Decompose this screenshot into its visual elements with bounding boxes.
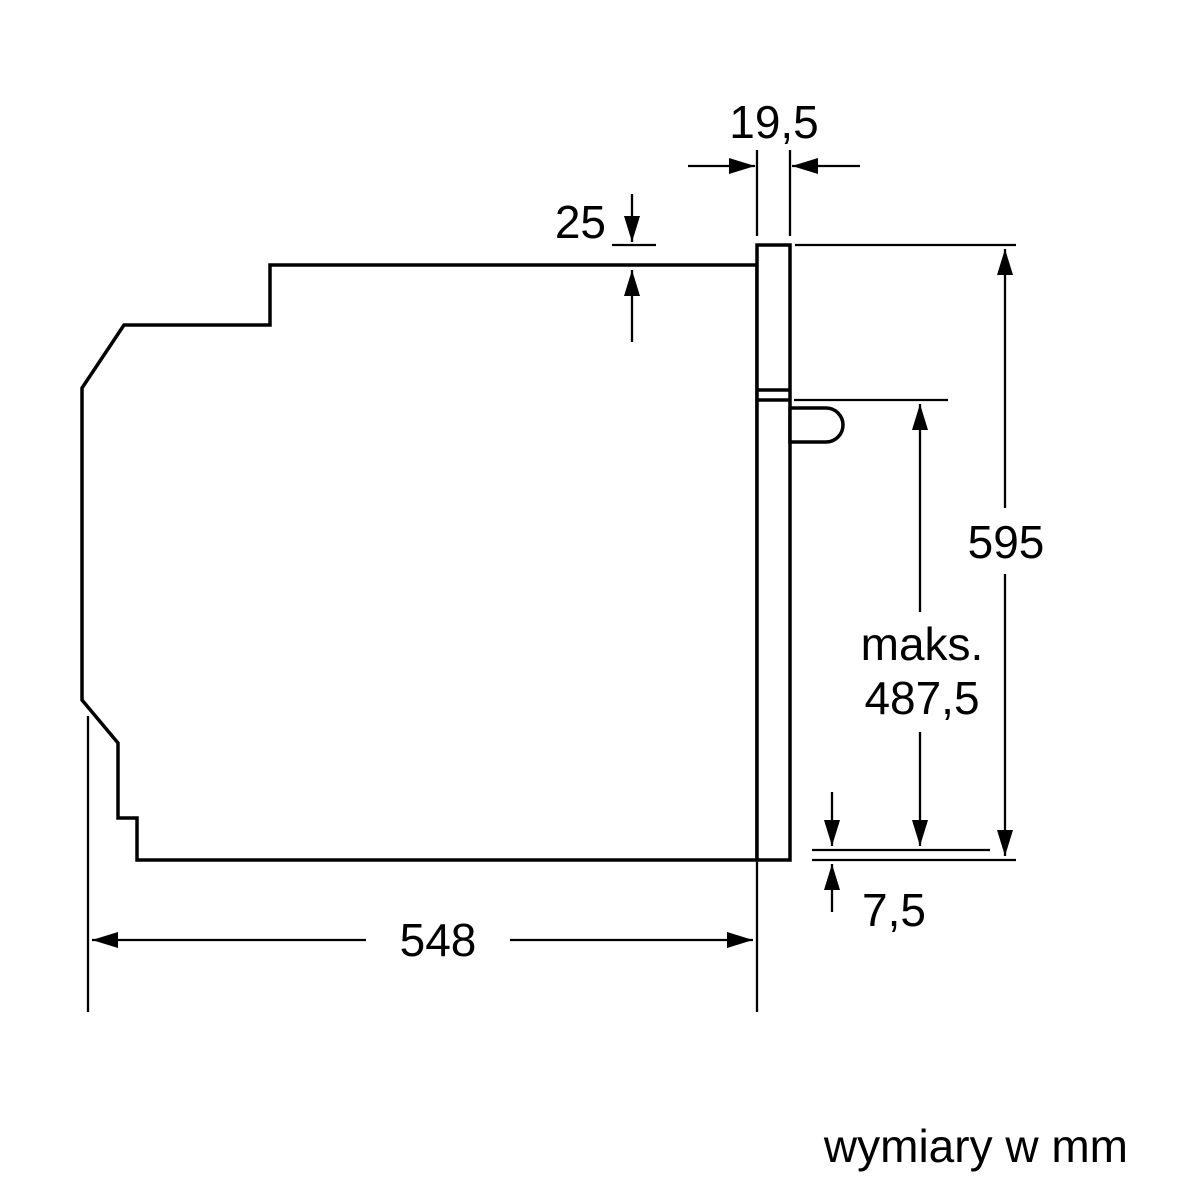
oven-front-panel <box>755 243 792 862</box>
height-label: 595 <box>968 516 1045 568</box>
oven-body-outline <box>80 263 759 862</box>
bottom-offset-label: 7,5 <box>862 884 926 936</box>
dimension-bottom-offset: 7,5 <box>824 792 926 936</box>
depth-label: 548 <box>400 914 477 966</box>
label-backing <box>948 508 1064 574</box>
panel-depth-label: 19,5 <box>729 96 819 148</box>
dimension-top-offset: 25 <box>555 194 656 342</box>
max-height-label: 487,5 <box>864 672 979 724</box>
dimension-depth: 548 <box>86 716 759 1012</box>
oven-profile <box>80 243 845 862</box>
max-height-prefix-label: maks. <box>861 618 984 670</box>
oven-door-handle <box>788 406 845 444</box>
label-backing <box>846 612 998 732</box>
label-backing <box>366 906 510 972</box>
top-offset-label: 25 <box>555 196 606 248</box>
dimension-panel-depth: 19,5 <box>688 96 860 236</box>
dimension-max-height: maks. 487,5 <box>794 398 998 852</box>
dimension-height: 595 <box>795 243 1064 862</box>
units-caption: wymiary w mm <box>823 1120 1128 1172</box>
